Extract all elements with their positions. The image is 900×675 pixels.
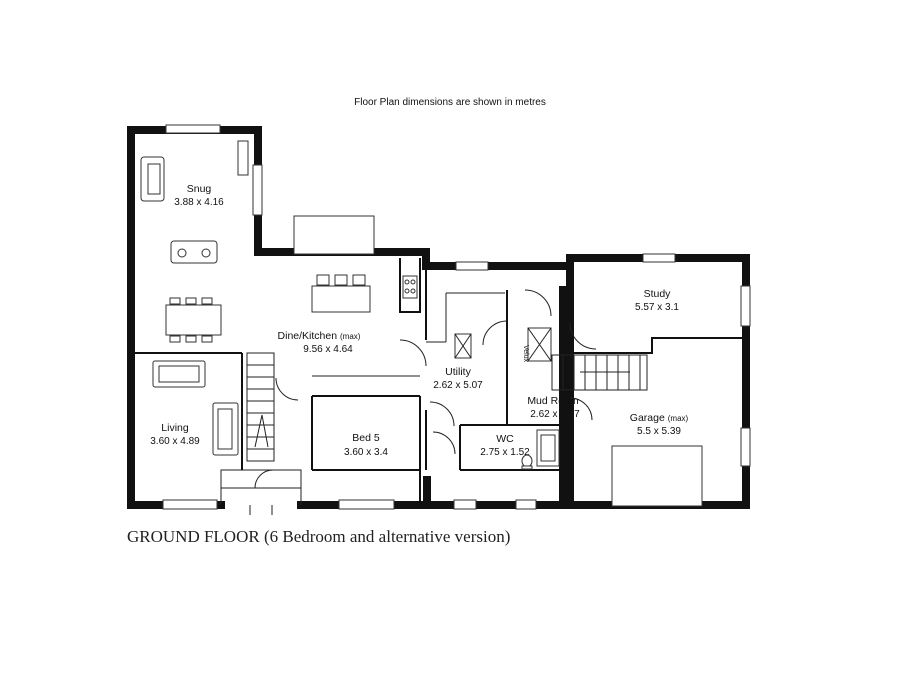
window-icon bbox=[642, 253, 676, 263]
sofa-icon bbox=[212, 402, 239, 456]
wall-utility-mudroom bbox=[506, 290, 563, 426]
room-name-garage: Garage (max) bbox=[630, 412, 689, 424]
dimension-note: Floor Plan dimensions are shown in metre… bbox=[354, 97, 546, 108]
dining-table-icon bbox=[165, 297, 222, 343]
room-dims-wc: 2.75 x 1.52 bbox=[480, 447, 530, 458]
window-icon bbox=[515, 499, 537, 510]
window-icon bbox=[338, 499, 395, 510]
door-swing-icon bbox=[524, 289, 552, 317]
room-dims-snug: 3.88 x 4.16 bbox=[174, 197, 224, 208]
room-name-wc: WC bbox=[496, 433, 514, 445]
shower-icon bbox=[536, 429, 560, 467]
room-name-snug: Snug bbox=[187, 183, 212, 195]
skylight-icon bbox=[527, 327, 552, 362]
door-swing-icon bbox=[432, 431, 456, 455]
room-dims-dine-kitchen: 9.56 x 4.64 bbox=[303, 344, 353, 355]
room-name-dine-kitchen: Dine/Kitchen (max) bbox=[278, 330, 361, 342]
hob-icon bbox=[402, 275, 418, 299]
room-name-study: Study bbox=[644, 288, 672, 300]
room-dims-study: 5.57 x 3.1 bbox=[635, 302, 679, 313]
room-dims-utility: 2.62 x 5.07 bbox=[433, 380, 483, 391]
window-icon bbox=[453, 499, 477, 510]
room-name-dine-kitchen-text: Dine/Kitchen bbox=[278, 330, 338, 342]
door-swing-icon bbox=[569, 397, 593, 421]
door-swing-icon bbox=[429, 401, 455, 427]
sofa-icon bbox=[152, 360, 206, 388]
window-icon bbox=[455, 261, 489, 271]
utility-counter bbox=[426, 292, 505, 343]
door-swing-icon bbox=[399, 339, 427, 367]
wall-wc bbox=[459, 424, 563, 471]
room-dims-garage: 5.5 x 5.39 bbox=[637, 426, 681, 437]
room-name-mud-room: Mud Room bbox=[527, 395, 579, 407]
room-qualifier-garage: (max) bbox=[668, 414, 689, 423]
room-name-garage-text: Garage bbox=[630, 412, 665, 424]
room-dims-living: 3.60 x 4.89 bbox=[150, 436, 200, 447]
sink-icon bbox=[454, 333, 472, 359]
kitchen-island-icon bbox=[311, 274, 371, 313]
door-swing-icon bbox=[569, 322, 597, 350]
stairs-icon bbox=[246, 352, 275, 462]
floor-title: GROUND FLOOR (6 Bedroom and alternative … bbox=[127, 527, 511, 546]
room-qualifier-dine-kitchen: (max) bbox=[340, 332, 361, 341]
window-icon bbox=[162, 499, 218, 510]
room-name-living: Living bbox=[161, 422, 189, 434]
room-dims-bed5: 3.60 x 3.4 bbox=[344, 447, 388, 458]
toilet-icon bbox=[521, 454, 533, 470]
window-icon bbox=[740, 427, 751, 467]
side-table-icon bbox=[237, 140, 249, 176]
room-name-utility: Utility bbox=[445, 366, 471, 378]
wall-kitchen-counter bbox=[399, 258, 421, 313]
sofa-icon bbox=[170, 240, 218, 264]
garage-door-icon bbox=[611, 445, 703, 507]
wall-hall-bed5 bbox=[311, 395, 421, 505]
window-icon bbox=[740, 285, 751, 327]
room-name-bed5: Bed 5 bbox=[352, 432, 380, 444]
window-icon bbox=[165, 124, 221, 134]
room-dims-mud-room: 2.62 x 5.07 bbox=[530, 409, 580, 420]
wall-study-garage bbox=[570, 337, 746, 354]
door-swing-icon bbox=[275, 377, 299, 401]
entrance-porch bbox=[220, 469, 302, 505]
porch-door-icon bbox=[249, 469, 274, 515]
window-icon bbox=[293, 215, 375, 255]
velux-label: Velux bbox=[522, 345, 529, 363]
window-icon bbox=[252, 164, 263, 216]
exterior-wall-garage-block bbox=[566, 254, 750, 509]
door-swing-icon bbox=[482, 320, 508, 346]
stairs-icon bbox=[551, 354, 648, 391]
sofa-icon bbox=[140, 156, 165, 202]
